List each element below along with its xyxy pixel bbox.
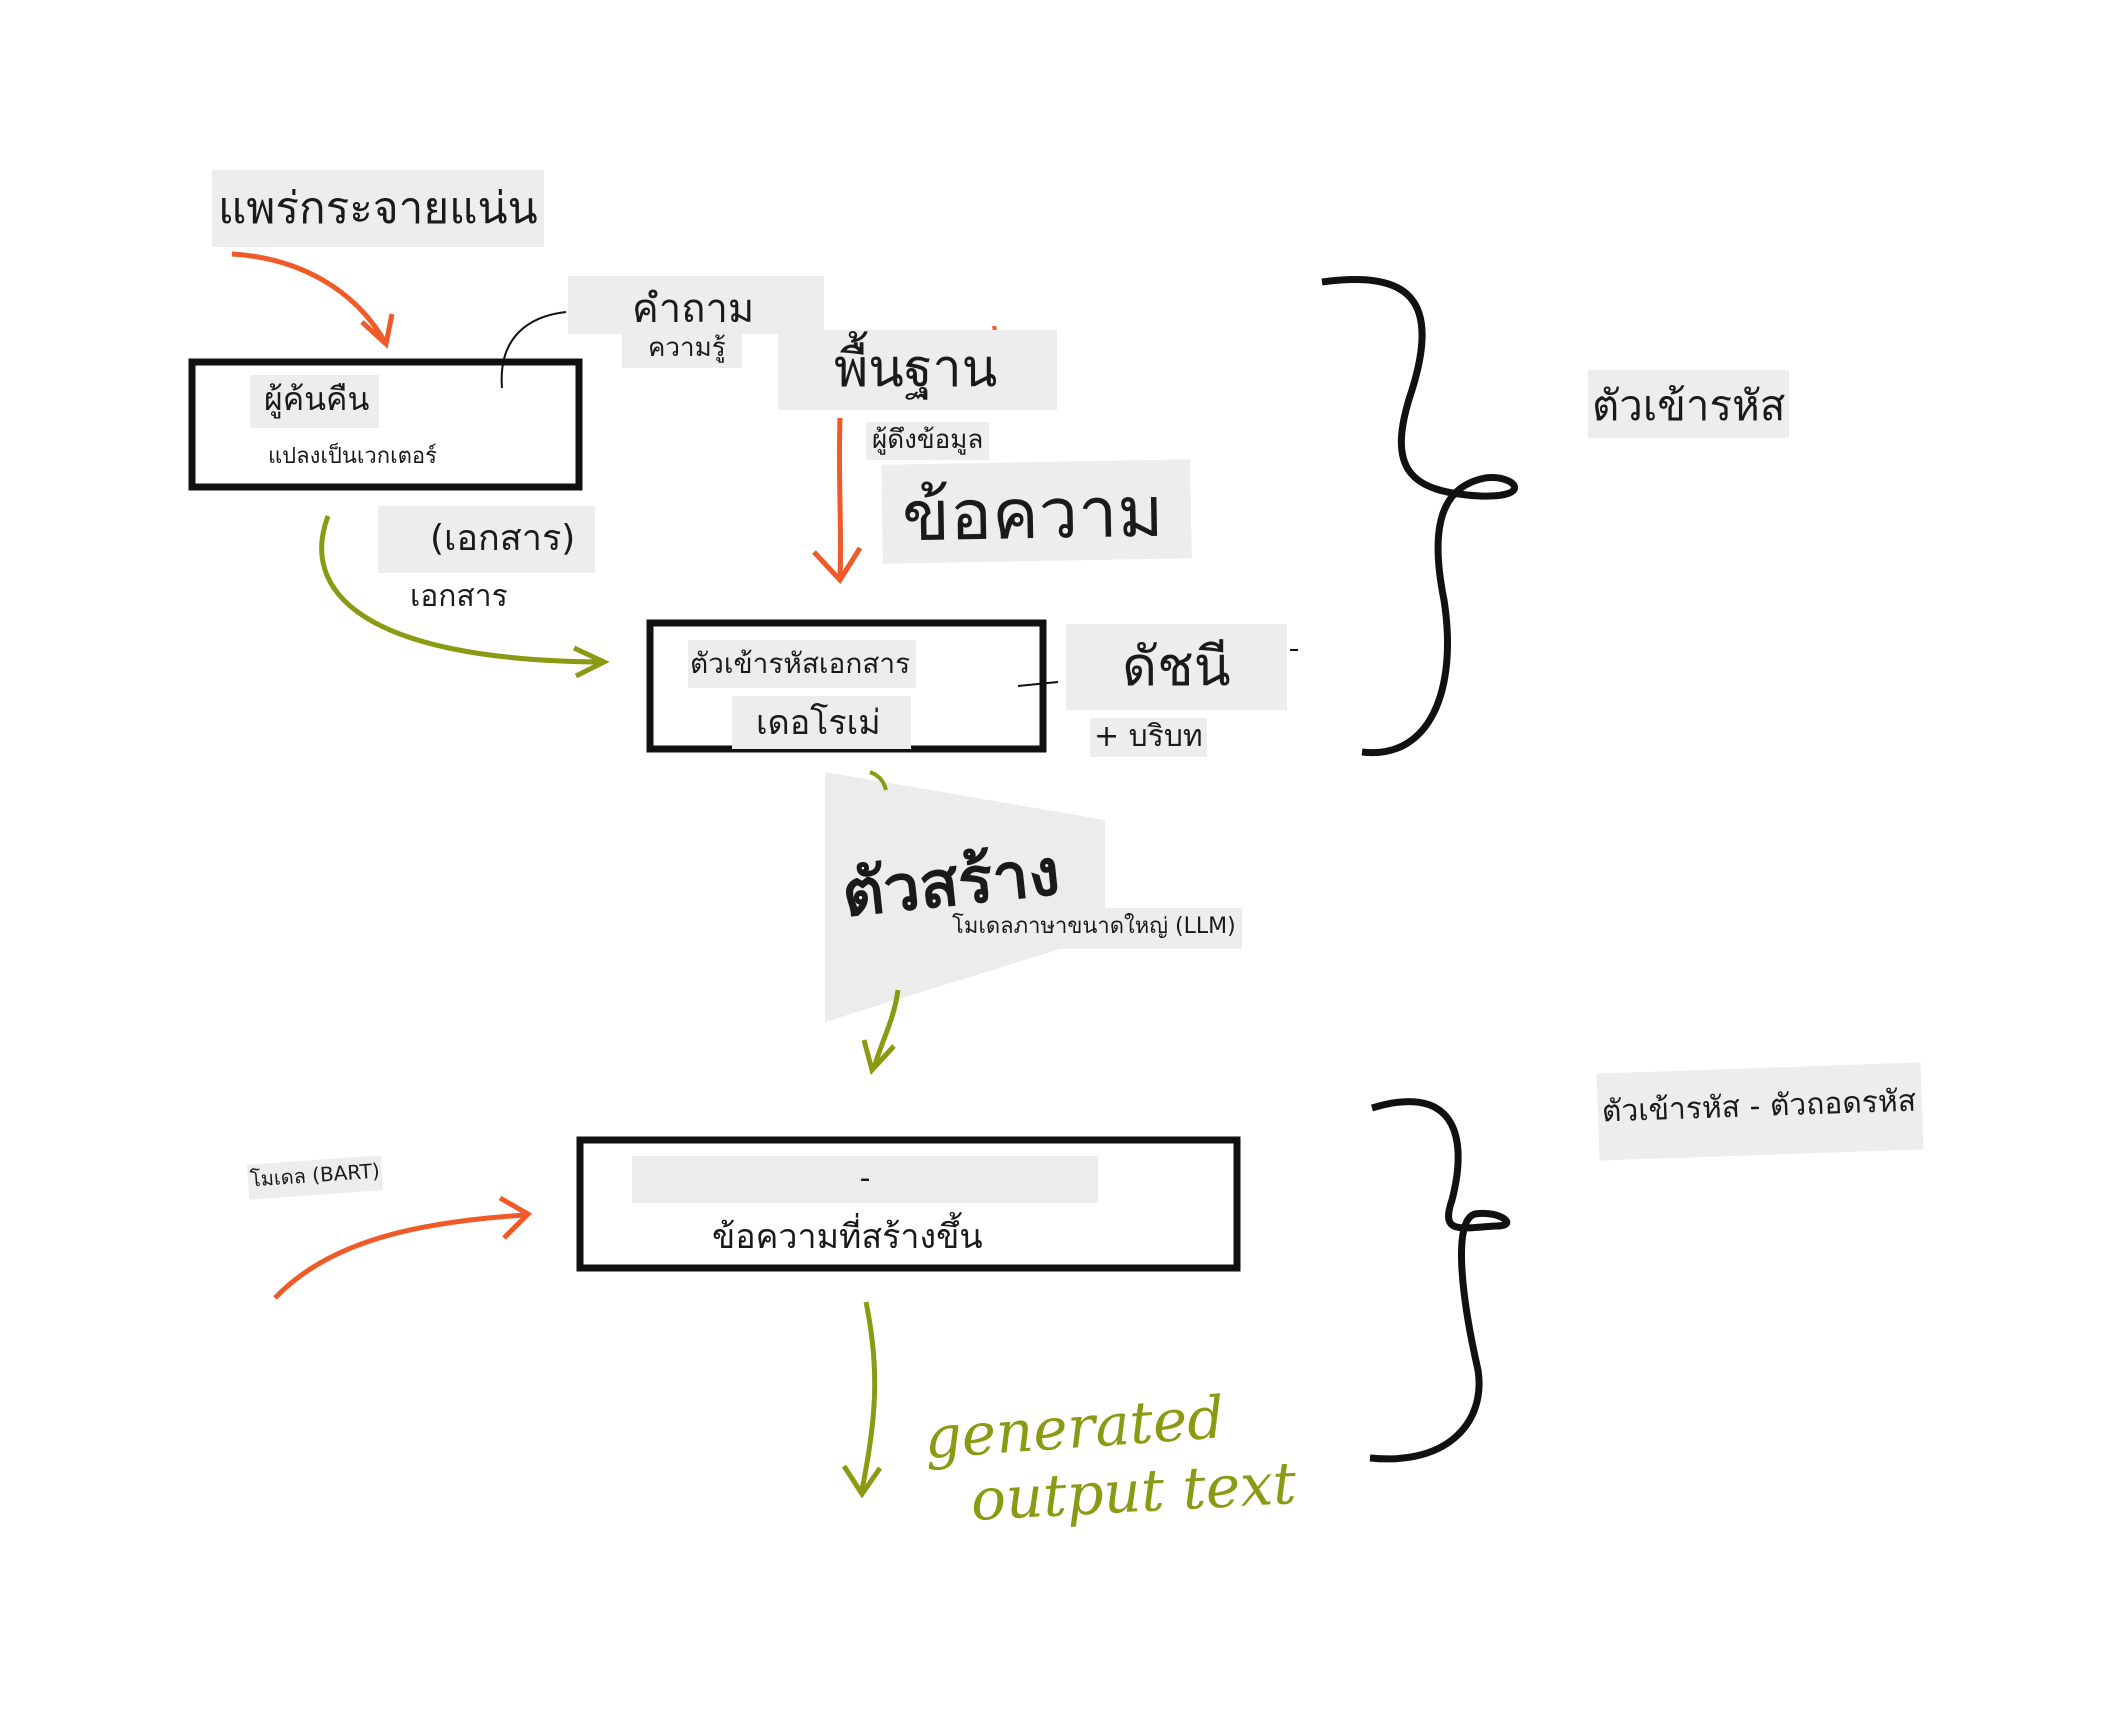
green-arrow-generator-head xyxy=(861,1039,896,1076)
label-gen-dash: - xyxy=(632,1156,1098,1203)
green-arrow-output-head xyxy=(841,1464,883,1499)
label-document-encoder: ตัวเข้ารหัสเอกสาร xyxy=(688,640,917,689)
orange-arrow-retriever-head xyxy=(360,313,395,349)
encoder-decoder-brace xyxy=(1369,1098,1511,1463)
label-text-big: ข้อความ xyxy=(881,459,1193,564)
label-documents: เอกสาร xyxy=(410,579,508,614)
label-retriever: ผู้ค้นคืน xyxy=(250,375,380,428)
retriever-box xyxy=(188,358,583,491)
label-plus-context: + บริบท xyxy=(1090,718,1207,757)
index-connector xyxy=(1017,681,1059,687)
generator-output-box xyxy=(576,1136,1241,1272)
label-knowledge: ความรู้ xyxy=(622,330,742,368)
orange-arrow-retriever xyxy=(231,251,388,344)
label-question: คำถาม xyxy=(568,276,825,334)
orange-arrow-grounding xyxy=(836,417,844,579)
label-documents-paren: (เอกสาร) xyxy=(378,506,596,574)
green-arrow-documents-head xyxy=(572,645,610,679)
label-encoder: ตัวเข้ารหัส xyxy=(1588,370,1790,439)
green-arrow-documents xyxy=(319,515,601,665)
label-retriever-data: ผู้ดึงข้อมูล xyxy=(866,422,990,460)
orange-arrow-grounding-head xyxy=(812,546,863,585)
generator-triangle xyxy=(825,772,1105,1022)
orange-arrow-bart-head xyxy=(498,1195,533,1240)
green-arrow-output xyxy=(859,1301,878,1491)
green-arrow-generator xyxy=(871,989,901,1069)
label-encoder-decoder: ตัวเข้ารหัส - ตัวถอดรหัส xyxy=(1596,1062,1924,1161)
label-chroma-domain: เดอโรเม่ xyxy=(732,696,911,750)
label-llm: โมเดลภาษาขนาดใหญ่ (LLM) xyxy=(946,908,1242,950)
green-tick-triangle xyxy=(869,770,888,791)
label-generated-text: ข้อความที่สร้างขึ้น xyxy=(712,1217,983,1257)
label-vectorize: แปลงเป็นเวกเตอร์ xyxy=(268,444,437,469)
label-dense-retrieval: แพร่กระจายแน่น xyxy=(212,170,544,247)
label-index: ดัชนี xyxy=(1066,624,1287,711)
label-grounding: พื้นฐาน xyxy=(778,330,1058,410)
orange-arrow-bart xyxy=(273,1212,526,1300)
encoder-brace xyxy=(1321,276,1519,757)
question-connector xyxy=(500,311,567,389)
